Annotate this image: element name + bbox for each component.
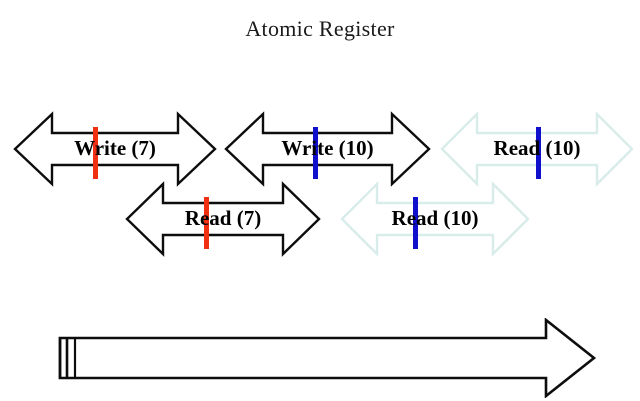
version-marker-red	[204, 197, 209, 249]
double-headed-arrow-icon	[340, 181, 530, 257]
double-headed-arrow-icon	[13, 111, 217, 187]
operation-arrow-read-7[interactable]: Read (7)	[125, 181, 321, 257]
double-headed-arrow-icon	[125, 181, 321, 257]
page-title: Atomic Register	[245, 16, 395, 41]
operation-arrow-read-10-upper[interactable]: Read (10)	[440, 111, 634, 187]
version-marker-blue	[536, 127, 541, 179]
version-marker-red	[93, 127, 98, 179]
double-headed-arrow-icon	[224, 111, 431, 187]
version-marker-blue	[413, 197, 418, 249]
right-arrow-icon	[58, 318, 597, 398]
operation-arrow-write-7[interactable]: Write (7)	[13, 111, 217, 187]
operation-arrow-write-10[interactable]: Write (10)	[224, 111, 431, 187]
version-marker-blue	[313, 127, 318, 179]
operation-arrow-read-10-lower[interactable]: Read (10)	[340, 181, 530, 257]
time-axis-arrow[interactable]	[56, 318, 598, 398]
